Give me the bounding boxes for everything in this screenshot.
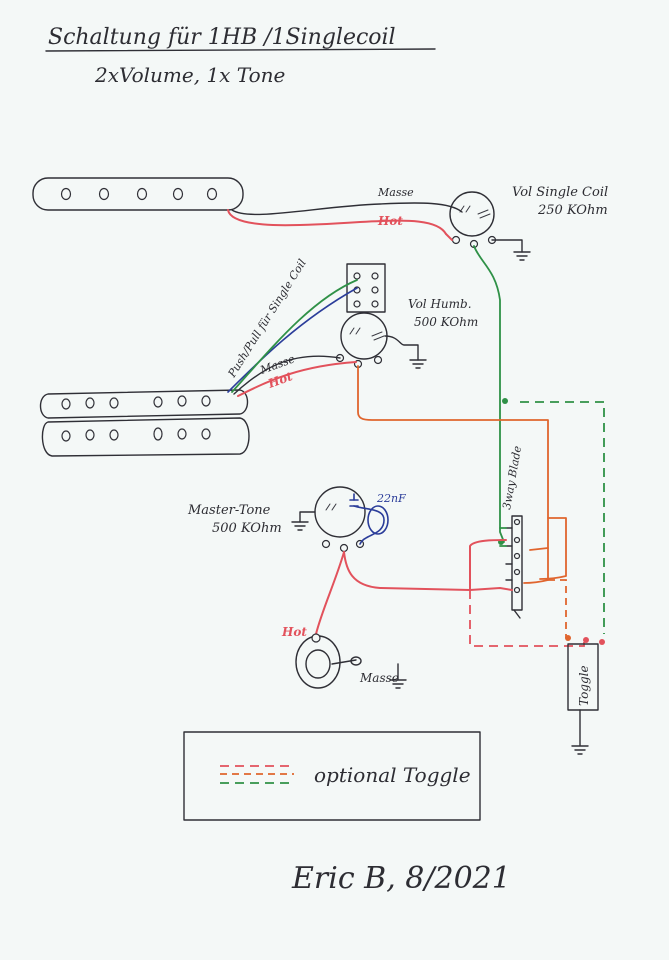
label-hot-single: Hot [377, 214, 403, 228]
tone-capacitor [349, 493, 389, 545]
vol-single-pot [449, 191, 531, 261]
orange-wire-blade-bridge [529, 547, 549, 551]
orange-wire-vol-humb-to-switch [357, 365, 549, 584]
push-pull-switch [346, 263, 386, 313]
red-wire-switch-to-tone [343, 551, 513, 591]
label-masse-single: Masse [377, 186, 414, 199]
label-vol-humb-value: 500 KOhm [414, 315, 478, 329]
red-wire-blade-hot [469, 539, 507, 591]
single-hot-to-lug [445, 233, 453, 241]
optional-red-dashed [469, 590, 585, 647]
orange-wire-blade-inner [539, 517, 567, 580]
green-wire-vol-single-to-switch [473, 245, 505, 543]
single-coil-pickup [32, 177, 244, 211]
label-master-tone: Master-Tone [187, 503, 271, 518]
label-vol-single: Vol Single Coil [512, 185, 608, 200]
humb-hot-wire [237, 361, 357, 397]
label-jack-masse: Masse [359, 671, 399, 685]
label-capacitor: 22nF [376, 492, 406, 505]
legend-label: optional Toggle [314, 763, 471, 787]
vol-humb-pot [335, 312, 427, 369]
single-coil-hot-wire [227, 209, 447, 235]
optional-orange-dashed [548, 579, 567, 638]
diagram-title: Schaltung für 1HB /1Singlecoil [48, 25, 396, 50]
label-vol-single-value: 250 KOhm [537, 203, 608, 218]
output-jack [295, 633, 407, 689]
push-pull-blue-wire [227, 287, 358, 393]
red-wire-to-jack [315, 551, 345, 635]
humbucker-pickup [39, 389, 250, 457]
legend-box: optional Toggle [183, 731, 481, 821]
signature: Eric B, 8/2021 [291, 861, 511, 896]
optional-green-dashed [520, 401, 605, 634]
label-blade-switch: 3way Blade [500, 444, 524, 510]
label-toggle: Toggle [577, 665, 591, 706]
optional-toggle-switch [565, 635, 605, 755]
master-tone-pot [291, 486, 366, 553]
title-underline [45, 48, 436, 52]
label-vol-humb: Vol Humb. [408, 297, 472, 311]
label-jack-hot: Hot [281, 625, 307, 639]
diagram-subtitle: 2xVolume, 1x Tone [94, 63, 285, 87]
junction-dot [502, 398, 508, 404]
green-blade-jumper [499, 527, 507, 547]
label-master-tone-value: 500 KOhm [212, 521, 282, 536]
push-pull-green-wire [231, 279, 358, 393]
single-coil-masse-wire [231, 202, 463, 216]
humb-masse-wire [233, 355, 341, 395]
three-way-blade-switch [505, 515, 523, 619]
